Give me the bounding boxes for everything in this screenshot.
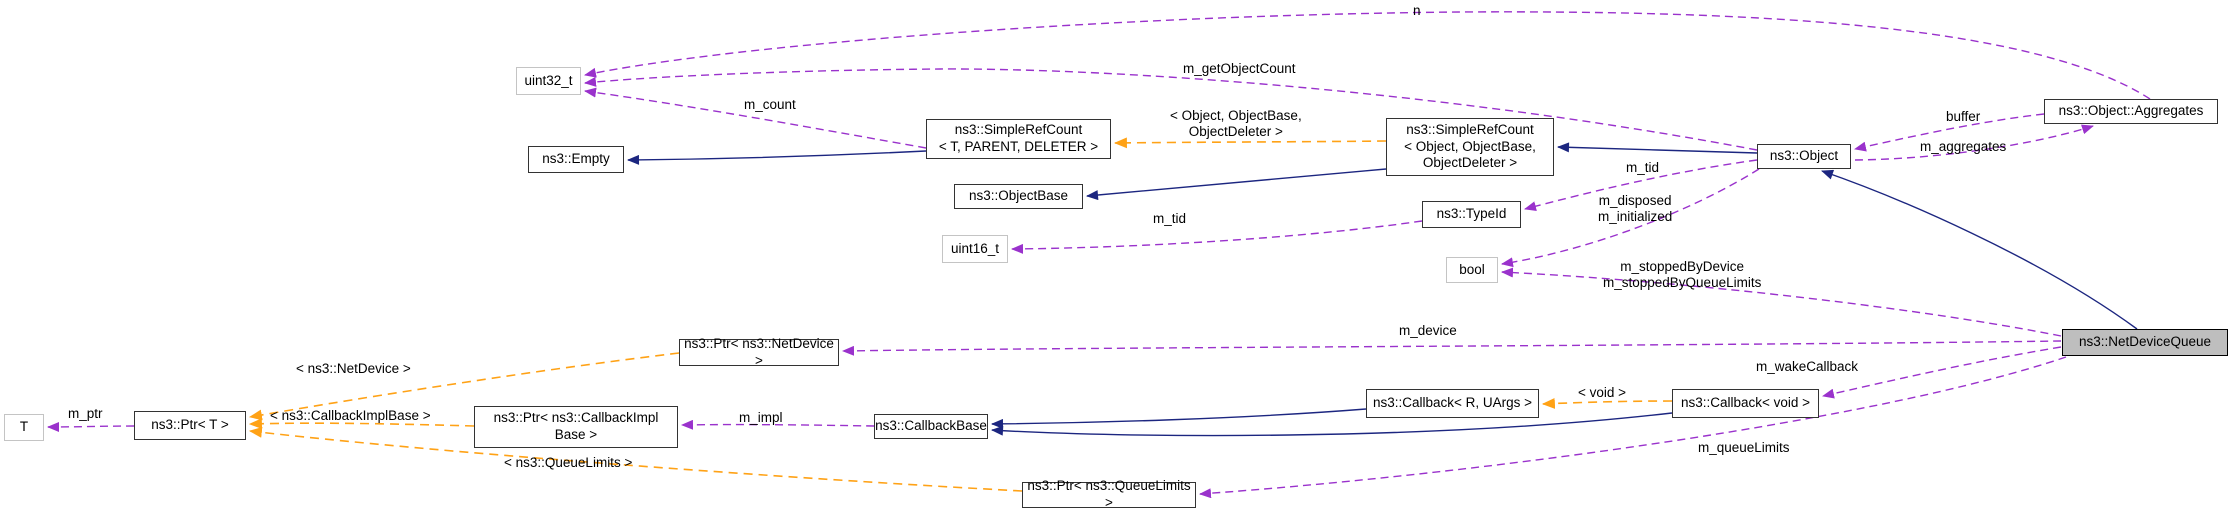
edge-label-template-void: < void > [1578,385,1627,400]
edge-label-template-object: < Object, ObjectBase, ObjectDeleter > [1170,108,1302,139]
edge-m-count [584,87,927,149]
edge-template-callbackimplbase [248,418,475,430]
edge-inherit-object-srcobj [1557,142,1758,154]
edge-label-buffer: buffer [1946,109,1981,124]
edge-label-template-callbackimplbase: < ns3::CallbackImplBase > [270,408,431,423]
edge-label-m-getobjectcount: m_getObjectCount [1183,61,1296,76]
edge-m-disposed [1501,168,1760,268]
node-uint16-t: uint16_t [942,235,1008,263]
node-ns3-objectbase[interactable]: ns3::ObjectBase [954,184,1083,209]
node-ns3-typeid[interactable]: ns3::TypeId [1422,201,1521,228]
edge-label-m-disposed-m-initialized: m_disposed m_initialized [1598,193,1673,224]
edge-inherit-simplerefcount-empty [627,150,927,165]
edge-template-queuelimits [248,426,1023,492]
edge-label-n: n [1413,3,1421,18]
edge-m-ptr [47,421,135,432]
edge-template-void [1541,398,1673,409]
edge-label-template-netdevice: < ns3::NetDevice > [296,361,411,376]
edge-inherit-callbackgeneric-callbackbase [991,408,1367,429]
node-ns3-simplerefcount-generic[interactable]: ns3::SimpleRefCount < T, PARENT, DELETER… [926,119,1111,159]
node-ns3-callbackbase[interactable]: ns3::CallbackBase [874,414,988,439]
edge-label-m-impl: m_impl [739,410,783,425]
node-ns3-ptr-queuelimits[interactable]: ns3::Ptr< ns3::QueueLimits > [1022,478,1196,510]
edge-n [584,11,2151,100]
node-ns3-object-aggregates[interactable]: ns3::Object::Aggregates [2044,99,2218,124]
edge-inherit-ndq-object [1821,169,2138,330]
edge-m-getobjectcount [584,68,1758,151]
node-ns3-empty[interactable]: ns3::Empty [528,146,624,173]
edge-buffer [1854,113,2045,152]
node-ns3-simplerefcount-object[interactable]: ns3::SimpleRefCount < Object, ObjectBase… [1386,118,1554,176]
node-ns3-netdevicequeue: ns3::NetDeviceQueue [2062,329,2228,356]
edge-label-m-tid-typeid: m_tid [1153,211,1187,226]
edge-label-m-ptr: m_ptr [68,406,103,421]
node-ns3-ptr-callbackimplbase[interactable]: ns3::Ptr< ns3::CallbackImpl Base > [474,406,678,448]
edge-label-m-aggregates: m_aggregates [1920,139,2007,154]
node-ns3-object[interactable]: ns3::Object [1757,144,1851,169]
edge-m-queuelimits [1199,356,2067,499]
edge-m-impl [681,419,875,430]
edge-m-wakecallback [1822,346,2062,399]
node-ns3-callback-generic[interactable]: ns3::Callback< R, UArgs > [1366,389,1539,418]
edge-m-tid-typeid [1011,220,1423,254]
node-uint32-t: uint32_t [516,67,581,95]
edge-label-template-queuelimits: < ns3::QueueLimits > [504,455,633,470]
edge-inherit-srcobj-objectbase [1086,168,1387,201]
edge-m-tid-object [1524,159,1758,212]
edge-m-stopped [1501,267,2062,337]
edge-inherit-callbackvoid-callbackbase [991,412,1673,437]
node-ns3-ptr-t[interactable]: ns3::Ptr< T > [134,411,246,440]
edge-label-m-device: m_device [1399,323,1457,338]
edge-m-aggregates [1854,124,2094,161]
edge-label-m-count: m_count [744,97,796,112]
edge-template-netdevice [248,352,680,421]
node-ns3-callback-void[interactable]: ns3::Callback< void > [1672,389,1819,418]
edge-m-device [842,340,2062,356]
node-bool: bool [1446,257,1498,283]
node-t: T [4,414,44,441]
edge-label-m-stoppedbydevice-m-stoppedbyqueuelimits: m_stoppedByDevice m_stoppedByQueueLimits [1603,259,1762,290]
edge-label-m-tid-object: m_tid [1626,160,1660,175]
edge-label-m-wakecallback: m_wakeCallback [1756,359,1859,374]
edge-label-m-queuelimits: m_queueLimits [1698,440,1790,455]
node-ns3-ptr-netdevice[interactable]: ns3::Ptr< ns3::NetDevice > [679,336,839,368]
edge-template-object [1113,137,1387,149]
